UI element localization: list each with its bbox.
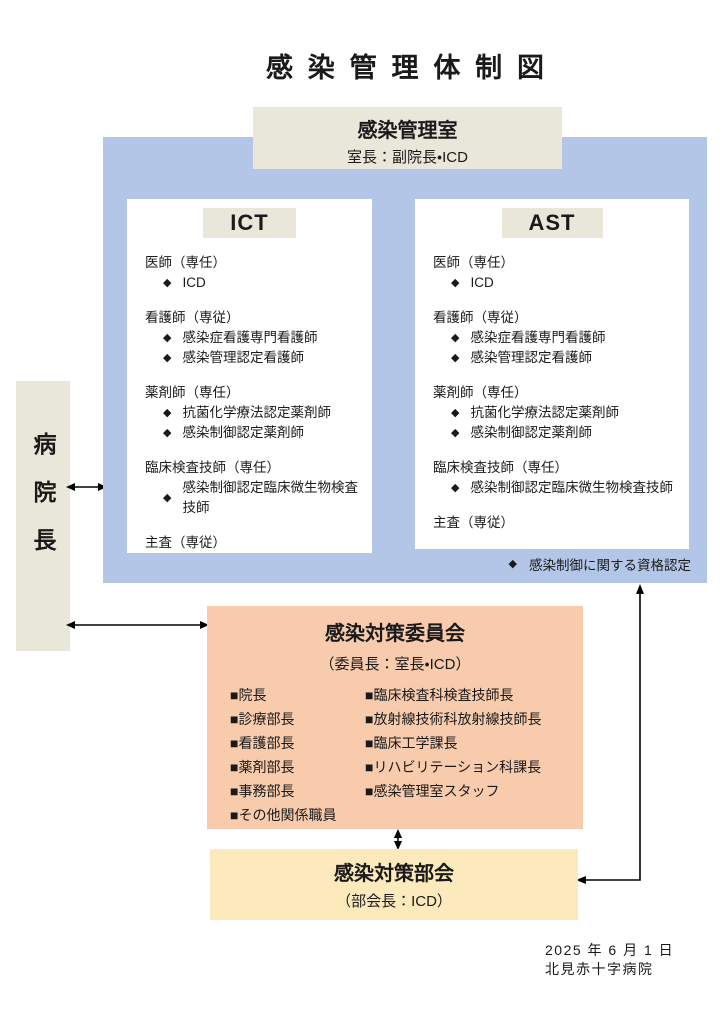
staff-qualification: ◆ 感染制御認定臨床微生物検査技師 xyxy=(433,478,683,498)
staff-group: 主査（専従） xyxy=(145,533,366,553)
staff-qualification-label: 感染制御認定薬剤師 xyxy=(470,425,592,440)
committee-member: ■薬剤部長 xyxy=(230,759,295,775)
staff-qualification-label: 感染制御認定薬剤師 xyxy=(182,425,304,440)
hospital-director-box: 病院長 xyxy=(16,381,70,651)
committee-members-left: ■院長 ■診療部長 ■看護部長 ■薬剤部長 ■事務部長 ■その他関係職員 xyxy=(230,683,365,827)
subcommittee-chair-subtitle: （部会長：ICD） xyxy=(336,893,452,910)
staff-qualification: ◆ ICD xyxy=(433,273,683,293)
staff-role-header: 薬剤師（専任） xyxy=(433,385,528,400)
footer-hospital-name: 北見赤十字病院 xyxy=(545,961,654,977)
staff-qualification: ◆ 抗菌化学療法認定薬剤師 xyxy=(145,403,366,423)
staff-qualification: ◆ 抗菌化学療法認定薬剤師 xyxy=(433,403,683,423)
footer: 2025 年 6 月 1 日 北見赤十字病院 xyxy=(545,941,674,979)
staff-qualification-label: ICD xyxy=(182,275,206,290)
committee-member: ■感染管理室スタッフ xyxy=(365,783,500,799)
management-office-panel: ICT 医師（専任） ◆ ICD 看護師（専従） ◆ 感染症看護専門看護師 ◆ 感染管理認定看… xyxy=(103,137,707,583)
staff-group: 臨床検査技師（専任） ◆ 感染制御認定臨床微生物検査技師 xyxy=(433,458,683,498)
diamond-bullet-icon: ◆ xyxy=(163,331,172,344)
staff-qualification: ◆ 感染管理認定看護師 xyxy=(145,348,366,368)
staff-qualification-label: 抗菌化学療法認定薬剤師 xyxy=(182,405,331,420)
staff-group: 臨床検査技師（専任） ◆ 感染制御認定臨床微生物検査技師 xyxy=(145,458,366,518)
staff-group: 医師（専任） ◆ ICD xyxy=(433,253,683,293)
staff-qualification-label: 抗菌化学療法認定薬剤師 xyxy=(470,405,619,420)
staff-qualification-label: 感染制御認定臨床微生物検査技師 xyxy=(470,480,673,495)
staff-qualification: ◆ ICD xyxy=(145,273,366,293)
staff-role-header: 臨床検査技師（専任） xyxy=(433,460,568,475)
office-chief-subtitle: 室長：副院長・ICD xyxy=(347,149,468,166)
subcommittee-title: 感染対策部会 xyxy=(334,863,454,885)
staff-role-header: 主査（専従） xyxy=(145,535,226,550)
committee-title: 感染対策委員会 xyxy=(325,623,465,645)
staff-qualification: ◆ 感染制御認定薬剤師 xyxy=(433,423,683,443)
committee-member-columns: ■院長 ■診療部長 ■看護部長 ■薬剤部長 ■事務部長 ■その他関係職員 ■臨床検査科検査… xyxy=(207,683,583,827)
arrow-director-committee xyxy=(66,621,209,629)
staff-qualification-label: 感染症看護専門看護師 xyxy=(470,330,606,345)
diamond-bullet-icon: ◆ xyxy=(451,276,460,289)
diamond-bullet-icon: ◆ xyxy=(451,406,460,419)
staff-group: 薬剤師（専任） ◆ 抗菌化学療法認定薬剤師 ◆ 感染制御認定薬剤師 xyxy=(433,383,683,443)
committee-chair-subtitle: （委員長：室長・ICD） xyxy=(319,656,471,673)
staff-group: 医師（専任） ◆ ICD xyxy=(145,253,366,293)
page-title: 感染管理体制図 xyxy=(265,53,559,83)
staff-role-header: 医師（専任） xyxy=(433,255,514,270)
staff-role-header: 主査（専従） xyxy=(433,515,514,530)
diamond-bullet-icon: ◆ xyxy=(163,491,172,504)
committee-member: ■リハビリテーション科課長 xyxy=(365,759,542,775)
diamond-bullet-icon: ◆ xyxy=(163,276,172,289)
staff-qualification-label: 感染症看護専門看護師 xyxy=(182,330,318,345)
staff-qualification: ◆ 感染症看護専門看護師 xyxy=(145,328,366,348)
diamond-bullet-icon: ◆ xyxy=(163,426,172,439)
staff-role-header: 医師（専任） xyxy=(145,255,226,270)
ast-team-box: AST 医師（専任） ◆ ICD 看護師（専従） ◆ 感染症看護専門看護師 ◆ 感染管理認定看… xyxy=(415,199,689,549)
arrow-director-office xyxy=(66,483,107,491)
infection-control-subcommittee-box: 感染対策部会 （部会長：ICD） xyxy=(210,849,578,920)
committee-member: ■事務部長 xyxy=(230,783,295,799)
staff-role-header: 臨床検査技師（専任） xyxy=(145,460,280,475)
hospital-director-label: 病院長 xyxy=(30,432,56,576)
committee-member: ■診療部長 xyxy=(230,711,295,727)
committee-members-right: ■臨床検査科検査技師長 ■放射線技術科放射線技師長 ■臨床工学課長 ■リハビリテーショ… xyxy=(365,683,541,827)
arrow-subcommittee-office-connector xyxy=(576,584,644,884)
staff-qualification-label: 感染管理認定看護師 xyxy=(470,350,592,365)
staff-role-header: 看護師（専従） xyxy=(145,310,240,325)
infection-management-office-box: 感染管理室 室長：副院長・ICD xyxy=(253,107,562,169)
diamond-bullet-icon: ◆ xyxy=(451,331,460,344)
infection-control-committee-box: 感染対策委員会 （委員長：室長・ICD） ■院長■診療部長■看護部長■薬剤部長■… xyxy=(207,606,583,829)
ict-team-box: ICT 医師（専任） ◆ ICD 看護師（専従） ◆ 感染症看護専門看護師 ◆ 感染管理認定看… xyxy=(127,199,372,553)
staff-qualification: ◆ 感染管理認定看護師 xyxy=(433,348,683,368)
ast-staff-list: 医師（専任） ◆ ICD 看護師（専従） ◆ 感染症看護専門看護師 ◆ 感染管理認定看護師薬剤… xyxy=(415,238,689,533)
ast-tag: AST xyxy=(501,208,603,238)
committee-member: ■臨床検査科検査技師長 xyxy=(365,687,514,703)
committee-member: ■放射線技術科放射線技師長 xyxy=(365,711,542,727)
staff-qualification: ◆ 感染症看護専門看護師 xyxy=(433,328,683,348)
arrow-committee-subcommittee xyxy=(394,829,402,850)
staff-qualification: ◆ 感染制御認定薬剤師 xyxy=(145,423,366,443)
staff-group: 薬剤師（専任） ◆ 抗菌化学療法認定薬剤師 ◆ 感染制御認定薬剤師 xyxy=(145,383,366,443)
office-title: 感染管理室 xyxy=(357,120,458,142)
staff-qualification-label: 感染管理認定看護師 xyxy=(182,350,304,365)
diamond-bullet-icon: ◆ xyxy=(508,557,517,570)
committee-member: ■その他関係職員 xyxy=(230,807,337,823)
staff-qualification-label: ICD xyxy=(470,275,494,290)
ict-staff-list: 医師（専任） ◆ ICD 看護師（専従） ◆ 感染症看護専門看護師 ◆ 感染管理認定看護師薬剤… xyxy=(127,238,372,553)
diamond-bullet-icon: ◆ xyxy=(451,351,460,364)
staff-group: 看護師（専従） ◆ 感染症看護専門看護師 ◆ 感染管理認定看護師 xyxy=(433,308,683,368)
diamond-bullet-icon: ◆ xyxy=(163,351,172,364)
staff-group: 看護師（専従） ◆ 感染症看護専門看護師 ◆ 感染管理認定看護師 xyxy=(145,308,366,368)
staff-role-header: 薬剤師（専任） xyxy=(145,385,240,400)
staff-qualification-label: 感染制御認定臨床微生物検査技師 xyxy=(182,480,358,515)
diamond-bullet-icon: ◆ xyxy=(451,481,460,494)
committee-member: ■看護部長 xyxy=(230,735,295,751)
diamond-bullet-icon: ◆ xyxy=(451,426,460,439)
staff-group: 主査（専従） xyxy=(433,513,683,533)
diamond-bullet-icon: ◆ xyxy=(163,406,172,419)
committee-member: ■院長 xyxy=(230,687,267,703)
certification-footnote-label: 感染制御に関する資格認定 xyxy=(529,558,691,573)
staff-qualification: ◆ 感染制御認定臨床微生物検査技師 xyxy=(145,478,366,518)
ict-tag: ICT xyxy=(203,208,296,238)
committee-member: ■臨床工学課長 xyxy=(365,735,458,751)
staff-role-header: 看護師（専従） xyxy=(433,310,528,325)
certification-footnote: ◆ 感染制御に関する資格認定 xyxy=(509,554,691,574)
footer-date: 2025 年 6 月 1 日 xyxy=(545,942,675,958)
